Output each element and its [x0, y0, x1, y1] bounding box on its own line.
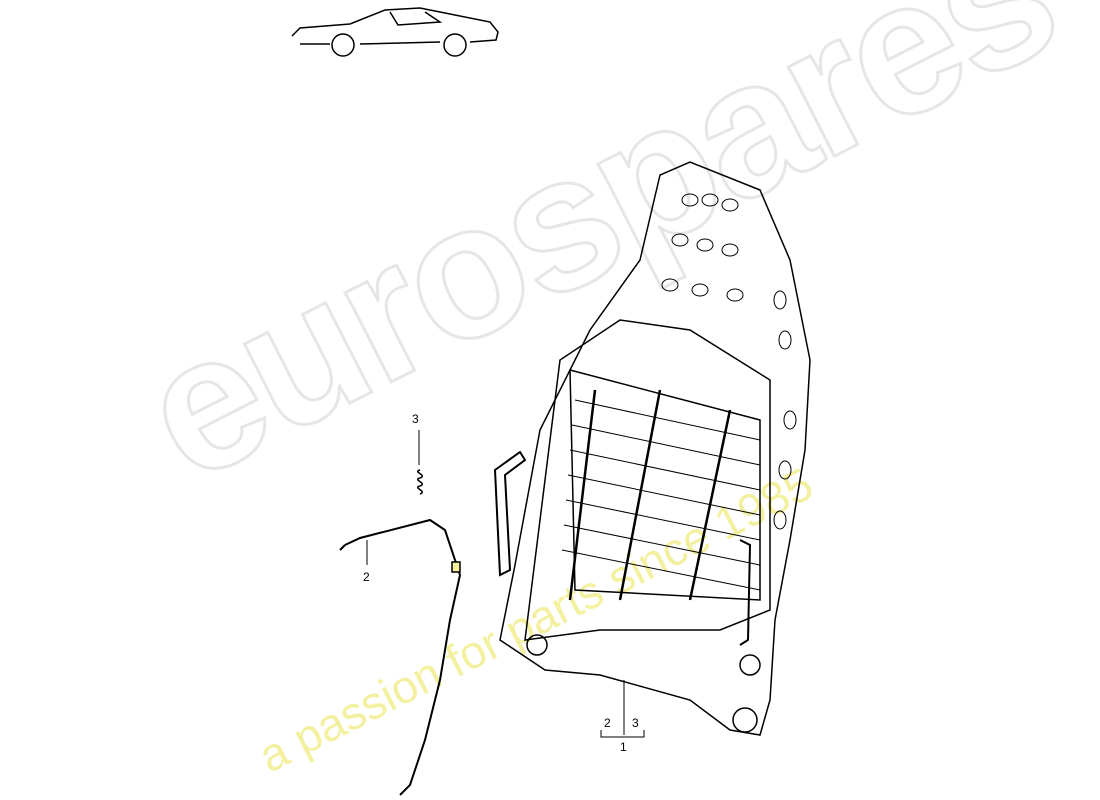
- release-cable: [339, 518, 462, 796]
- callout-cable: 2: [363, 570, 370, 584]
- car-thumbnail: [291, 7, 499, 57]
- leader-lines: [366, 430, 645, 738]
- callout-group-right: 3: [632, 716, 639, 730]
- callout-assembly: 1: [620, 740, 627, 754]
- tension-spring: [417, 469, 423, 495]
- seat-backrest-frame: [493, 161, 811, 736]
- callout-spring: 3: [412, 412, 419, 426]
- callout-group-left: 2: [604, 716, 611, 730]
